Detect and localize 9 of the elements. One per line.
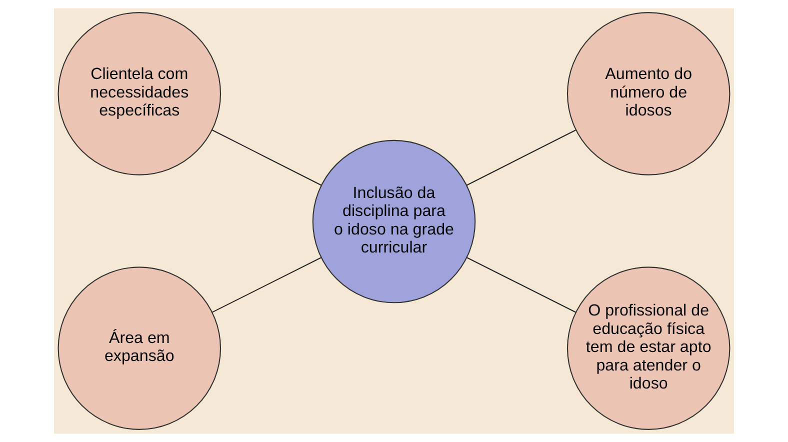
connector [466, 257, 576, 313]
node-circle: Inclusão da disciplina para o idoso na grade curricular [312, 140, 476, 304]
node-circle: Área em expansão [58, 266, 222, 430]
connector [212, 257, 322, 313]
connector [212, 130, 322, 186]
node-circle: Aumento do número de idosos [566, 12, 730, 176]
node-circle: Clientela com necessidades específicas [58, 12, 222, 176]
connector [466, 130, 576, 186]
node-circle: O profissional de educação física tem de estar apto para atender o idoso [566, 266, 730, 430]
